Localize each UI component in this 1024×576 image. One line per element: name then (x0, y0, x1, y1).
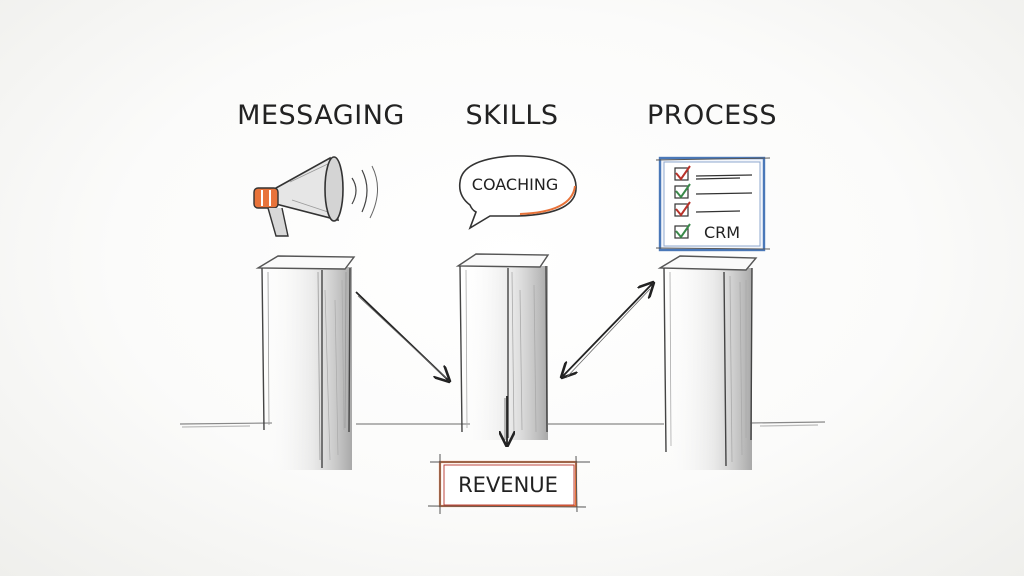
pillar-skills (455, 253, 550, 440)
pillar-title-skills: SKILLS (465, 100, 559, 131)
pillar-messaging (255, 255, 356, 470)
checklist-row-2 (674, 183, 753, 199)
revenue-box: REVENUE (427, 454, 590, 514)
ground-lines (179, 421, 826, 428)
checklist-row-3 (674, 201, 741, 217)
arrows (355, 284, 652, 444)
pillar-title-messaging: MESSAGING (237, 100, 405, 131)
revenue-label: REVENUE (458, 473, 558, 497)
pillar-process (657, 255, 758, 470)
pillar-title-process: PROCESS (647, 100, 777, 131)
speech-bubble-icon: COACHING (458, 155, 577, 230)
checklist-icon: CRM (655, 156, 771, 252)
crm-label: CRM (704, 223, 740, 242)
arrow-process-skills-bidirectional (563, 284, 652, 376)
megaphone-icon (253, 156, 378, 237)
checklist-row-4: CRM (674, 223, 740, 242)
checklist-row-1 (674, 165, 753, 181)
coaching-label: COACHING (472, 175, 558, 194)
